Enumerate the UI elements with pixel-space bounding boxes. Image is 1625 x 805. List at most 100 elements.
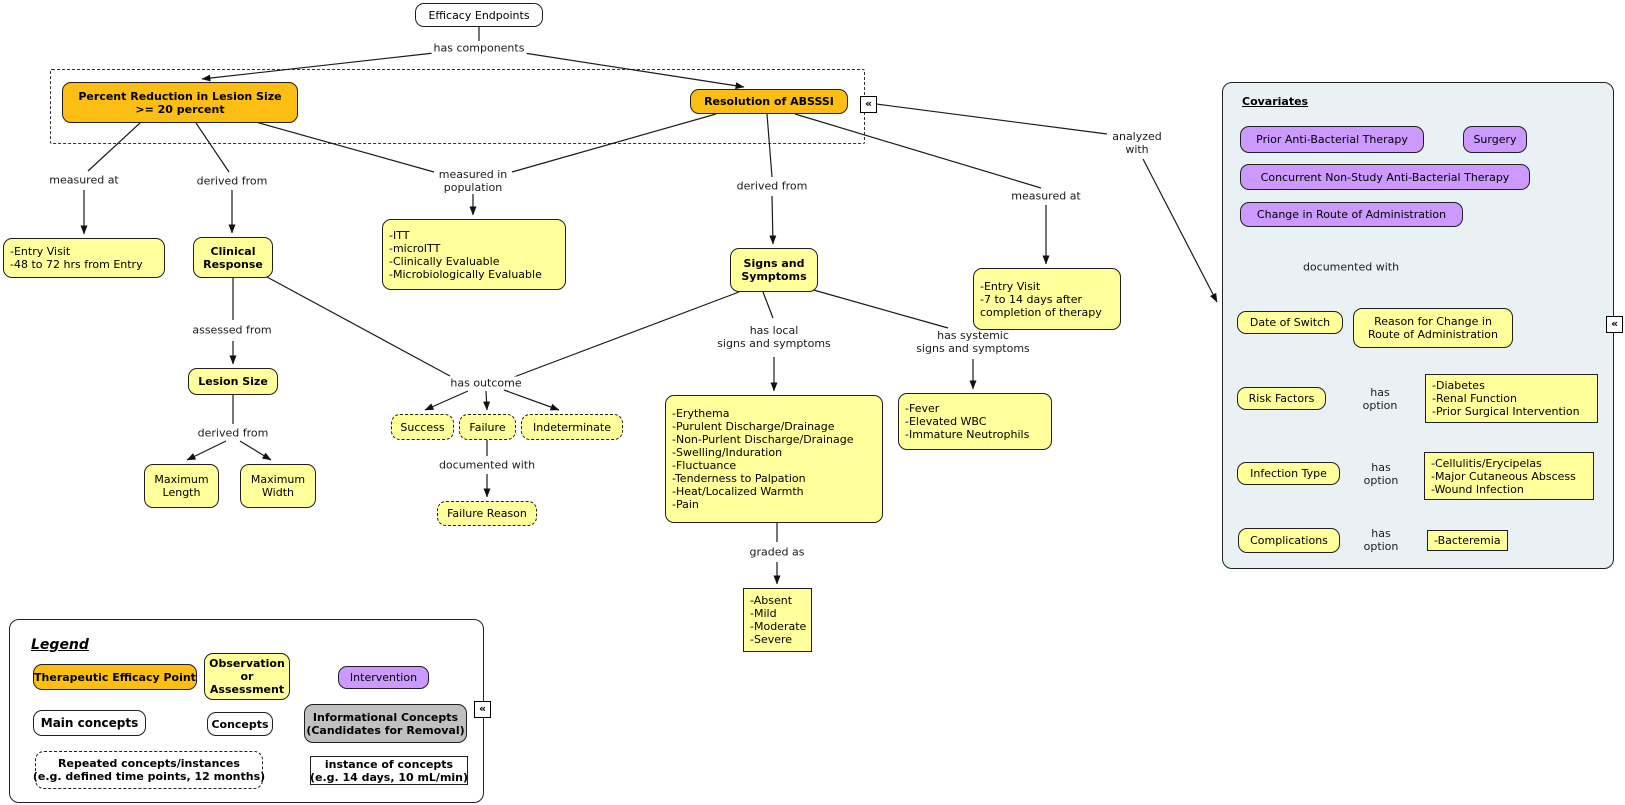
- text-line: -Diabetes: [1432, 379, 1485, 392]
- text-line: -Severe: [750, 633, 793, 646]
- text-line: -7 to 14 days after: [980, 292, 1082, 306]
- legend-instance-of-concepts: instance of concepts(e.g. 14 days, 10 mL…: [310, 756, 468, 785]
- node-infection-options-list[interactable]: -Cellulitis/Erycipelas-Major Cutaneous A…: [1424, 452, 1594, 500]
- text-line: Signs and: [743, 257, 805, 270]
- legend-concepts: Concepts: [207, 712, 273, 736]
- node-lesion-size[interactable]: Lesion Size: [188, 368, 278, 395]
- text-line: (Candidates for Removal): [306, 723, 465, 737]
- text-line: -Bacteremia: [1434, 534, 1501, 547]
- text-line: -Swelling/Induration: [672, 446, 783, 459]
- link-has-outcome[interactable]: has outcome: [448, 376, 524, 390]
- node-surgery[interactable]: Surgery: [1463, 126, 1527, 153]
- node-infection-type[interactable]: Infection Type: [1237, 462, 1340, 485]
- text-line: -Prior Surgical Intervention: [1432, 405, 1580, 418]
- text-line: signs and symptoms: [717, 337, 831, 350]
- node-local-signs-list[interactable]: -Erythema-Purulent Discharge/Drainage-No…: [665, 395, 883, 523]
- node-failure-reason[interactable]: Failure Reason: [437, 501, 537, 526]
- text-line: has local: [749, 324, 799, 337]
- node-bacteremia[interactable]: -Bacteremia: [1427, 530, 1508, 551]
- node-indeterminate[interactable]: Indeterminate: [521, 414, 623, 440]
- legend-therapeutic-efficacy-point: Therapeutic Efficacy Point: [33, 664, 197, 690]
- node-efficacy-endpoints[interactable]: Efficacy Endpoints: [415, 3, 543, 27]
- covariates-title: Covariates: [1242, 95, 1309, 108]
- text-line: -Major Cutaneous Abscess: [1431, 469, 1576, 483]
- node-failure[interactable]: Failure: [459, 414, 516, 440]
- text-line: has: [1371, 527, 1391, 540]
- text-line: Reason for Change in: [1374, 315, 1492, 328]
- link-derived-from-lesion[interactable]: derived from: [195, 426, 271, 440]
- link-derived-from-mid[interactable]: derived from: [734, 179, 810, 193]
- text-line: >= 20 percent: [135, 102, 225, 116]
- text-line: Observation: [209, 657, 285, 670]
- legend-repeated-concepts: Repeated concepts/instances(e.g. defined…: [32, 751, 266, 789]
- node-complications[interactable]: Complications: [1238, 528, 1340, 553]
- text-line: -Entry Visit: [980, 279, 1041, 293]
- text-line: with: [1125, 143, 1149, 156]
- node-prior-antibacterial-therapy[interactable]: Prior Anti-Bacterial Therapy: [1240, 126, 1424, 153]
- collapse-chevrons-icon[interactable]: «: [860, 96, 877, 113]
- text-line: or: [240, 670, 254, 683]
- text-line: has: [1371, 461, 1391, 474]
- text-line: -Fluctuance: [672, 459, 737, 472]
- text-line: Route of Administration: [1367, 328, 1499, 341]
- node-date-of-switch[interactable]: Date of Switch: [1237, 311, 1343, 334]
- node-entry-visit-48-72[interactable]: -Entry Visit-48 to 72 hrs from Entry: [3, 238, 165, 278]
- link-documented-with[interactable]: documented with: [436, 458, 538, 472]
- text-line: measured in: [438, 168, 508, 181]
- text-line: Informational Concepts: [312, 710, 459, 724]
- text-line: has systemic: [937, 329, 1009, 342]
- link-documented-with-panel[interactable]: documented with: [1302, 260, 1400, 274]
- legend-main-concepts: Main concepts: [33, 710, 146, 736]
- link-has-components[interactable]: has components: [431, 41, 527, 55]
- node-systemic-signs-list[interactable]: -Fever-Elevated WBC-Immature Neutrophils: [898, 393, 1052, 450]
- node-success[interactable]: Success: [391, 414, 454, 440]
- link-derived-from-left[interactable]: derived from: [194, 174, 270, 188]
- text-line: population: [443, 181, 503, 194]
- text-line: Maximum: [154, 473, 209, 486]
- text-line: option: [1363, 540, 1399, 553]
- text-line: -Mild: [750, 607, 777, 620]
- node-percent-reduction[interactable]: Percent Reduction in Lesion Size>= 20 pe…: [62, 82, 298, 123]
- node-concurrent-therapy[interactable]: Concurrent Non-Study Anti-Bacterial Ther…: [1240, 164, 1530, 190]
- text-line: -Elevated WBC: [905, 415, 987, 428]
- text-line: -48 to 72 hrs from Entry: [10, 258, 143, 271]
- node-change-in-route[interactable]: Change in Route of Administration: [1240, 202, 1463, 227]
- link-assessed-from[interactable]: assessed from: [190, 323, 274, 337]
- node-grade-scale[interactable]: -Absent-Mild-Moderate-Severe: [743, 588, 812, 652]
- text-line: (e.g. defined time points, 12 months): [32, 770, 266, 783]
- link-measured-at-left[interactable]: measured at: [47, 173, 121, 187]
- text-line: completion of therapy: [980, 305, 1102, 319]
- text-line: Width: [262, 486, 294, 499]
- text-line: -Cellulitis/Erycipelas: [1431, 456, 1542, 470]
- collapse-chevrons-icon[interactable]: «: [1606, 316, 1623, 333]
- text-line: -microITT: [389, 241, 441, 255]
- text-line: Clinical: [210, 244, 256, 258]
- node-resolution-of-absssi[interactable]: Resolution of ABSSSI: [690, 89, 848, 114]
- text-line: -Wound Infection: [1431, 482, 1524, 496]
- text-line: analyzed: [1112, 130, 1162, 143]
- text-line: option: [1362, 399, 1398, 412]
- link-measured-at-right[interactable]: measured at: [1009, 189, 1083, 203]
- text-line: Symptoms: [741, 270, 807, 283]
- text-line: -Absent: [750, 594, 793, 607]
- node-risk-factors[interactable]: Risk Factors: [1237, 387, 1326, 410]
- text-line: signs and symptoms: [916, 342, 1030, 355]
- collapse-chevrons-icon[interactable]: «: [474, 701, 491, 718]
- node-itt-populations[interactable]: -ITT-microITT-Clinically Evaluable-Micro…: [382, 219, 566, 290]
- node-risk-options-list[interactable]: -Diabetes-Renal Function-Prior Surgical …: [1425, 374, 1598, 423]
- link-graded-as[interactable]: graded as: [747, 545, 807, 559]
